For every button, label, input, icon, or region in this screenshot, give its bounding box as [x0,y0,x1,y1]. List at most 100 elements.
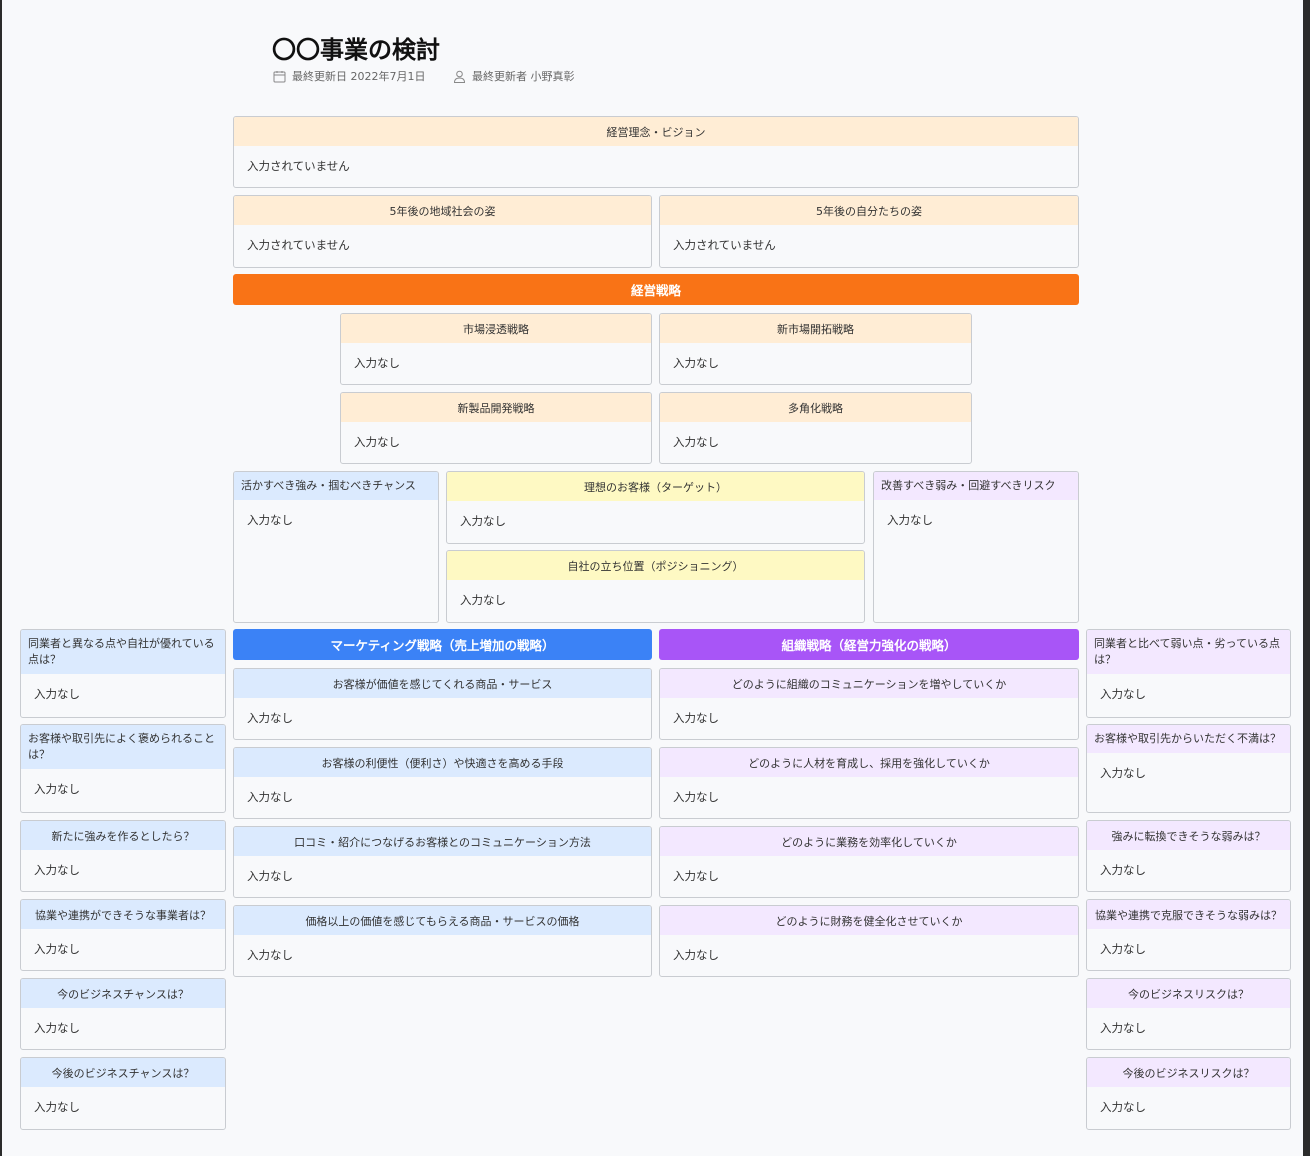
card-l4[interactable]: 協業や連携ができそうな事業者は？ 入力なし [20,899,226,971]
card-region[interactable]: 5年後の地域社会の姿入力されていません [233,195,652,268]
card-r6[interactable]: 今後のビジネスリスクは？ 入力なし [1086,1057,1291,1130]
last-updated: 最終更新日 2022年7月1日 [273,68,426,84]
card-value[interactable]: 入力なし [1100,1021,1146,1035]
card-value[interactable]: 入力なし [354,435,400,449]
calendar-icon [273,70,286,82]
card-title: お客様や取引先によく褒められることは？ [21,725,225,769]
card-title: 強みに転換できそうな弱みは？ [1087,821,1290,850]
card-title: 経営理念・ビジョン [234,117,1078,146]
card-title: どのように業務を効率化していくか [660,827,1078,856]
card-value[interactable]: 入力なし [460,593,506,607]
card-value[interactable]: 入力なし [887,513,933,527]
card-value[interactable]: 入力されていません [673,238,776,252]
last-updater: 最終更新者 小野真彰 [453,68,575,84]
card-title: 多角化戦略 [660,393,971,422]
card-o3[interactable]: どのように業務を効率化していくか入力なし [659,826,1079,898]
card-title: 新市場開拓戦略 [660,314,971,343]
card-title: 同業者と異なる点や自社が優れている点は？ [21,630,225,674]
strategy-bar: 経営戦略 [233,274,1079,305]
card-value[interactable]: 入力なし [354,356,400,370]
card-value[interactable]: 入力なし [1100,766,1146,780]
card-l1[interactable]: 同業者と異なる点や自社が優れている点は？ 入力なし [20,629,226,718]
card-value[interactable]: 入力されていません [247,238,350,252]
card-l2[interactable]: お客様や取引先によく褒められることは？ 入力なし [20,724,226,813]
card-newmarket[interactable]: 新市場開拓戦略入力なし [659,313,972,385]
card-title: 今後のビジネスチャンスは？ [21,1058,225,1087]
last-updated-text: 最終更新日 2022年7月1日 [292,70,426,83]
card-value[interactable]: 入力なし [34,1021,80,1035]
card-title: 理想のお客様（ターゲット） [447,472,864,501]
card-title: 新たに強みを作るとしたら？ [21,821,225,850]
card-value[interactable]: 入力なし [673,711,719,725]
card-o1[interactable]: どのように組織のコミュニケーションを増やしていくか入力なし [659,668,1079,740]
organization-strategy-bar: 組織戦略（経営力強化の戦略） [659,629,1079,660]
card-value[interactable]: 入力なし [34,782,80,796]
card-title: 新製品開発戦略 [341,393,651,422]
card-value[interactable]: 入力なし [1100,863,1146,877]
card-value[interactable]: 入力なし [673,435,719,449]
card-penetration[interactable]: 市場浸透戦略入力なし [340,313,652,385]
card-value[interactable]: 入力なし [247,513,293,527]
card-value[interactable]: 入力なし [247,948,293,962]
card-m2[interactable]: お客様の利便性（便利さ）や快適さを高める手段入力なし [233,747,652,819]
card-diversify[interactable]: 多角化戦略入力なし [659,392,972,464]
card-vision[interactable]: 経営理念・ビジョン入力されていません [233,116,1079,188]
card-strengths[interactable]: 活かすべき強み・掴むべきチャンス入力なし [233,471,439,623]
card-title: 協業や連携ができそうな事業者は？ [21,900,225,929]
card-r4[interactable]: 協業や連携で克服できそうな弱みは？ 入力なし [1086,899,1291,971]
card-value[interactable]: 入力なし [34,942,80,956]
card-value[interactable]: 入力なし [673,948,719,962]
card-value[interactable]: 入力されていません [247,159,350,173]
card-value[interactable]: 入力なし [460,514,506,528]
card-r3[interactable]: 強みに転換できそうな弱みは？ 入力なし [1086,820,1291,892]
card-r1[interactable]: 同業者と比べて弱い点・劣っている点は？ 入力なし [1086,629,1291,718]
last-updater-text: 最終更新者 小野真彰 [472,70,575,83]
card-r2[interactable]: お客様や取引先からいただく不満は？ 入力なし [1086,724,1291,813]
user-icon [453,70,466,83]
card-title: 協業や連携で克服できそうな弱みは？ [1087,900,1290,929]
card-title: 改善すべき弱み・回避すべきリスク [874,472,1078,500]
card-title: 同業者と比べて弱い点・劣っている点は？ [1087,630,1290,674]
card-self[interactable]: 5年後の自分たちの姿入力されていません [659,195,1079,268]
card-value[interactable]: 入力なし [247,869,293,883]
card-value[interactable]: 入力なし [34,1100,80,1114]
card-value[interactable]: 入力なし [673,869,719,883]
card-title: どのように財務を健全化させていくか [660,906,1078,935]
card-value[interactable]: 入力なし [34,863,80,877]
card-value[interactable]: 入力なし [34,687,80,701]
card-l3[interactable]: 新たに強みを作るとしたら？ 入力なし [20,820,226,892]
card-title: 活かすべき強み・掴むべきチャンス [234,472,438,500]
card-title: どのように人材を育成し、採用を強化していくか [660,748,1078,777]
card-value[interactable]: 入力なし [1100,687,1146,701]
card-m3[interactable]: 口コミ・紹介につなげるお客様とのコミュニケーション方法入力なし [233,826,652,898]
card-o2[interactable]: どのように人材を育成し、採用を強化していくか入力なし [659,747,1079,819]
card-l6[interactable]: 今後のビジネスチャンスは？ 入力なし [20,1057,226,1130]
card-title: 今後のビジネスリスクは？ [1087,1058,1290,1087]
card-r5[interactable]: 今のビジネスリスクは？ 入力なし [1086,978,1291,1050]
page-title: 〇〇事業の検討 [272,36,440,64]
card-title: 今のビジネスチャンスは？ [21,979,225,1008]
card-title: 5年後の自分たちの姿 [660,196,1078,225]
card-value[interactable]: 入力なし [673,356,719,370]
card-target[interactable]: 理想のお客様（ターゲット） 入力なし [446,471,865,544]
card-title: 5年後の地域社会の姿 [234,196,651,225]
card-title: 今のビジネスリスクは？ [1087,979,1290,1008]
card-value[interactable]: 入力なし [247,711,293,725]
card-value[interactable]: 入力なし [247,790,293,804]
card-title: お客様の利便性（便利さ）や快適さを高める手段 [234,748,651,777]
card-m4[interactable]: 価格以上の価値を感じてもらえる商品・サービスの価格入力なし [233,905,652,977]
card-m1[interactable]: お客様が価値を感じてくれる商品・サービス入力なし [233,668,652,740]
card-value[interactable]: 入力なし [1100,1100,1146,1114]
card-value[interactable]: 入力なし [673,790,719,804]
card-title: お客様が価値を感じてくれる商品・サービス [234,669,651,698]
card-title: お客様や取引先からいただく不満は？ [1087,725,1290,753]
card-title: 市場浸透戦略 [341,314,651,343]
card-position[interactable]: 自社の立ち位置（ポジショニング）入力なし [446,550,865,623]
card-value[interactable]: 入力なし [1100,942,1146,956]
marketing-strategy-bar: マーケティング戦略（売上増加の戦略） [233,629,652,660]
card-title: 価格以上の価値を感じてもらえる商品・サービスの価格 [234,906,651,935]
card-l5[interactable]: 今のビジネスチャンスは？ 入力なし [20,978,226,1050]
card-newproduct[interactable]: 新製品開発戦略入力なし [340,392,652,464]
card-o4[interactable]: どのように財務を健全化させていくか入力なし [659,905,1079,977]
card-weakness[interactable]: 改善すべき弱み・回避すべきリスク入力なし [873,471,1079,623]
